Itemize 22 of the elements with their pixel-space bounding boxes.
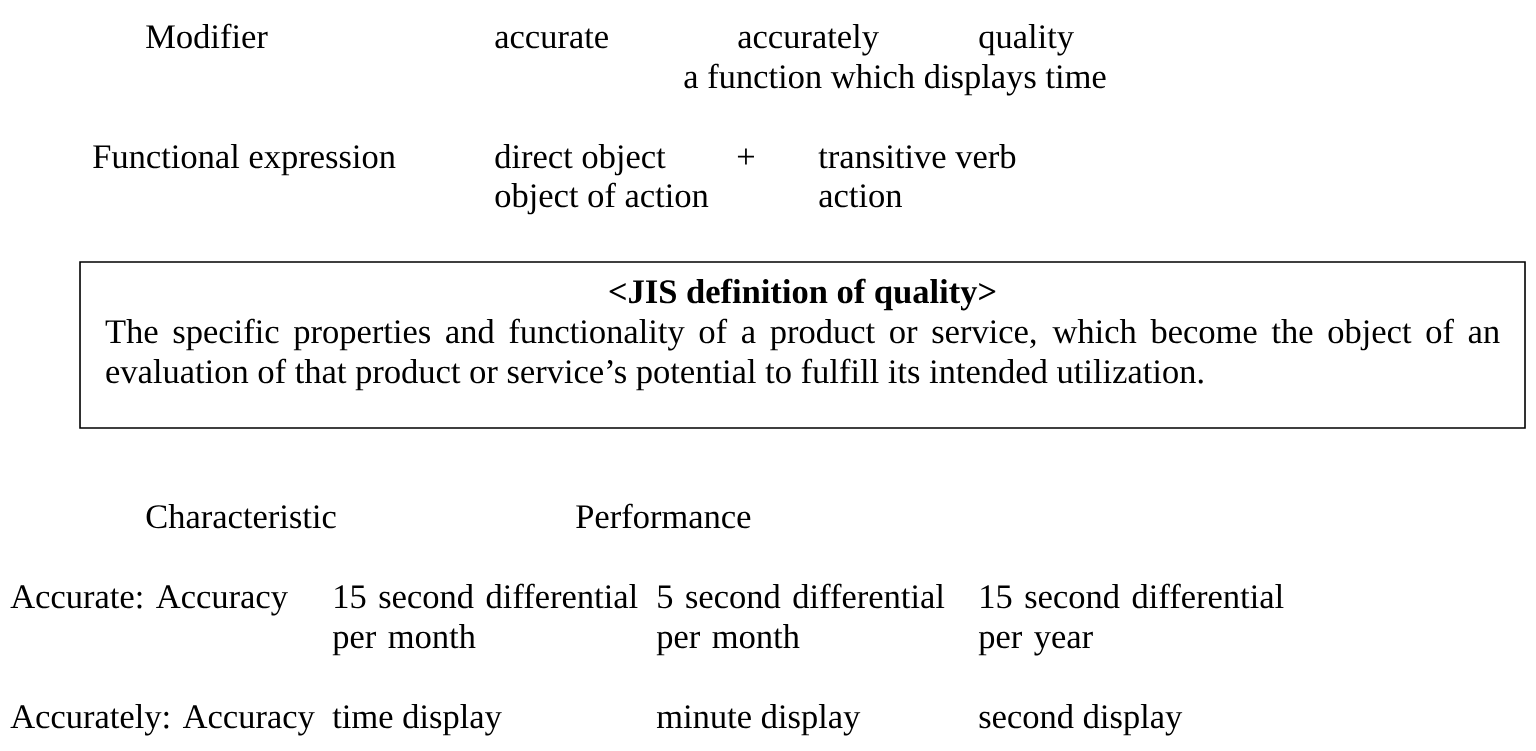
term: direct object (495, 144, 666, 176)
performance-value: 15 second differential per month (332, 583, 638, 656)
column-heading: Performance (576, 503, 751, 529)
performance-value: second display (979, 704, 1183, 736)
term: accurate (495, 28, 608, 49)
term: quality (979, 24, 1074, 56)
definition-box: <JIS definition of quality> The specific properties and functionality of a product or service, which become the object of an evaluation of that product or service’s potential to fulfill its intended utilization. (79, 261, 1526, 429)
performance-value: time display (332, 704, 502, 736)
row-label: Accurate: Accuracy (10, 585, 288, 616)
column-heading: Characteristic (146, 504, 336, 529)
row-label: Accurately: Accuracy (10, 704, 315, 736)
performance-value: 5 second differential per month (656, 583, 945, 656)
performance-value: 15 second differential per year (978, 583, 1284, 656)
term: transitive verb (818, 144, 1016, 169)
term-gloss: a function which displays time (684, 63, 1106, 96)
row-heading: Functional expression (93, 144, 396, 176)
plus-sign: + (737, 148, 754, 165)
term-gloss: action (819, 184, 902, 208)
term: accurately (738, 24, 879, 56)
term-gloss: object of action (495, 182, 709, 215)
performance-value: minute display (656, 704, 861, 736)
row-heading: Modifier (146, 23, 268, 49)
